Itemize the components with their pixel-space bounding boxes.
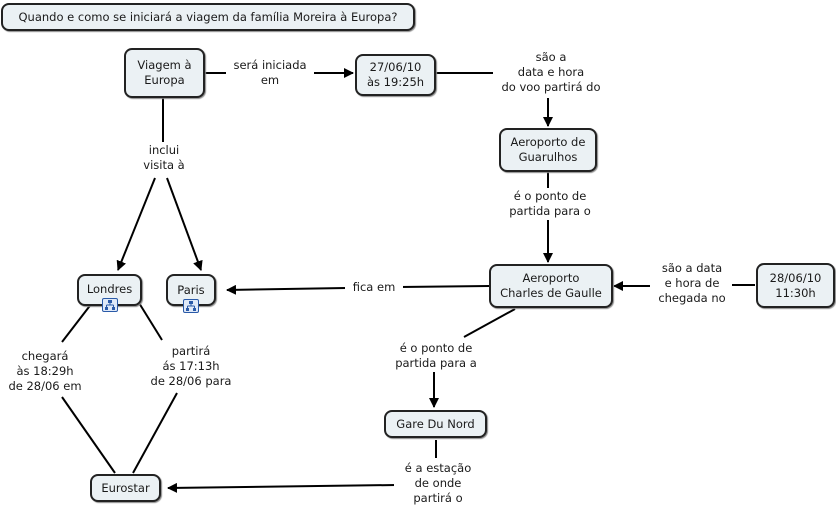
link-ponto-partida-o[interactable]: é o ponto de partida para o: [504, 189, 596, 219]
link-sera-iniciada[interactable]: será iniciada em: [226, 58, 314, 88]
link-fica-em[interactable]: fica em: [345, 280, 403, 295]
concept-aeroporto-guarulhos[interactable]: Aeroporto de Guarulhos: [499, 128, 597, 172]
line-eurostar-to-chegara: [61, 396, 116, 474]
concept-eurostar[interactable]: Eurostar: [90, 474, 161, 502]
line-eurostar-to-partira: [132, 392, 178, 474]
concept-data-chegada[interactable]: 28/06/10 11:30h: [756, 263, 835, 308]
link-ponto-partida-a[interactable]: é o ponto de partida para a: [390, 341, 482, 371]
focus-question-text: Quando e como se iniciará a viagem da fa…: [18, 9, 398, 24]
concept-viagem-europa[interactable]: Viagem à Europa: [124, 48, 205, 98]
line-cdg-to-label-2: [463, 308, 516, 338]
link-chegara[interactable]: chegará às 18:29h de 28/06 em: [2, 349, 88, 394]
line-inclui-to-paris: [166, 177, 203, 271]
concept-data-partida[interactable]: 27/06/10 às 19:25h: [355, 54, 436, 96]
concept-paris[interactable]: Paris: [166, 274, 216, 313]
link-sao-data-chegada[interactable]: são a data e hora de chegada no: [652, 261, 732, 306]
concept-gare-du-nord[interactable]: Gare Du Nord: [384, 410, 487, 438]
link-estacao-onde[interactable]: é a estação de onde partirá o: [394, 461, 482, 506]
concept-londres[interactable]: Londres: [77, 274, 142, 312]
link-partira[interactable]: partirá ás 17:13h de 28/06 para: [143, 344, 239, 389]
focus-question: Quando e como se iniciará a viagem da fa…: [1, 3, 415, 31]
concept-aeroporto-cdg[interactable]: Aeroporto Charles de Gaulle: [489, 264, 613, 308]
line-label-to-eurostar: [167, 482, 397, 493]
concept-map-link-icon[interactable]: [101, 298, 118, 312]
link-sao-data-hora[interactable]: são a data e hora do voo partirá do: [493, 50, 609, 95]
link-inclui-visita[interactable]: inclui visita à: [133, 143, 195, 173]
concept-map-link-icon[interactable]: [183, 299, 199, 313]
line-cdg-to-label: [399, 285, 490, 288]
line-inclui-to-londres: [116, 177, 156, 271]
line-label-to-paris: [226, 284, 347, 295]
